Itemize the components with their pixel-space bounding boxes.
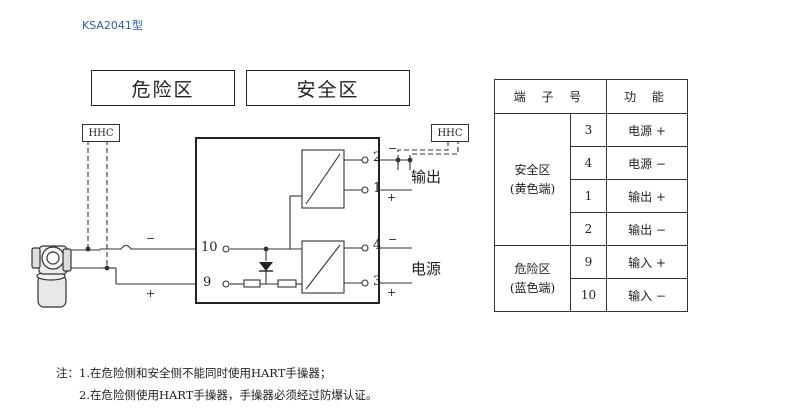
terminal-9-label: 9 [203, 275, 212, 290]
table-row: 4 电源 − [495, 146, 688, 180]
group-hazard-zone: 危险区 (蓝色端) [494, 245, 571, 312]
group-safe-color: (黄色端) [509, 181, 556, 196]
power-minus-sign: − [388, 233, 398, 246]
terminal-function: 输入 + [606, 245, 688, 279]
isolator-body [195, 137, 380, 304]
model-title: KSA2041型 [82, 19, 143, 32]
hhc-box-left: HHC [82, 124, 120, 142]
power-plus-sign: + [387, 286, 397, 299]
group-safe-name: 安全区 [514, 162, 551, 177]
terminal-2-label: 2 [373, 150, 382, 165]
terminal-function: 电源 + [606, 113, 688, 147]
diode-symbol [259, 262, 273, 272]
transmitter-icon [31, 245, 72, 308]
terminal-function: 电源 − [606, 146, 688, 180]
table-row: 10 输入 − [495, 278, 688, 312]
table-header-function: 功 能 [606, 79, 688, 114]
table-row: 1 输出 + [495, 179, 688, 213]
terminal-function: 输出 − [606, 212, 688, 246]
terminal-3-label: 3 [373, 274, 382, 289]
terminal-4-label: 4 [373, 238, 382, 253]
output-minus-sign: − [388, 142, 398, 155]
group-hazard-name: 危险区 [514, 261, 551, 276]
table-header-row: 端 子 号 功 能 [494, 79, 688, 114]
hhc-box-right: HHC [431, 124, 469, 142]
power-label: 电源 [411, 260, 442, 278]
terminal-number: 4 [570, 146, 607, 180]
terminal-function: 输入 − [606, 278, 688, 312]
hazard-plus-sign: + [146, 287, 156, 300]
table-header-terminal: 端 子 号 [494, 79, 607, 114]
safe-zone-header: 安全区 [246, 70, 410, 106]
table-row: 2 输出 − [495, 212, 688, 246]
terminal-number: 1 [570, 179, 607, 213]
hazard-minus-sign: − [146, 232, 156, 245]
hazard-zone-header: 危险区 [91, 70, 235, 106]
terminal-number: 3 [570, 113, 607, 147]
note-line-1: 注：1.在危险侧和安全侧不能同时使用HART手操器； [56, 366, 332, 380]
terminal-table: 端 子 号 功 能 安全区 (黄色端) 3 电源 + 4 电源 − 1 输出 +… [494, 79, 688, 312]
terminal-number: 9 [570, 245, 607, 279]
table-row: 安全区 (黄色端) 3 电源 + [494, 113, 688, 246]
group-hazard-color: (蓝色端) [509, 280, 556, 295]
table-row: 危险区 (蓝色端) 9 输入 + [494, 245, 688, 312]
terminal-function: 输出 + [606, 179, 688, 213]
output-label: 输出 [411, 168, 442, 186]
terminal-number: 2 [570, 212, 607, 246]
terminal-1-label: 1 [373, 181, 382, 196]
terminal-number: 10 [570, 278, 607, 312]
note-line-2: 2.在危险侧使用HART手操器，手操器必须经过防爆认证。 [79, 388, 378, 402]
output-plus-sign: + [387, 191, 397, 204]
group-safe-zone: 安全区 (黄色端) [494, 113, 571, 246]
notes: 注：1.在危险侧和安全侧不能同时使用HART手操器； 2.在危险侧使用HART手… [56, 362, 377, 406]
terminal-10-label: 10 [201, 240, 218, 255]
